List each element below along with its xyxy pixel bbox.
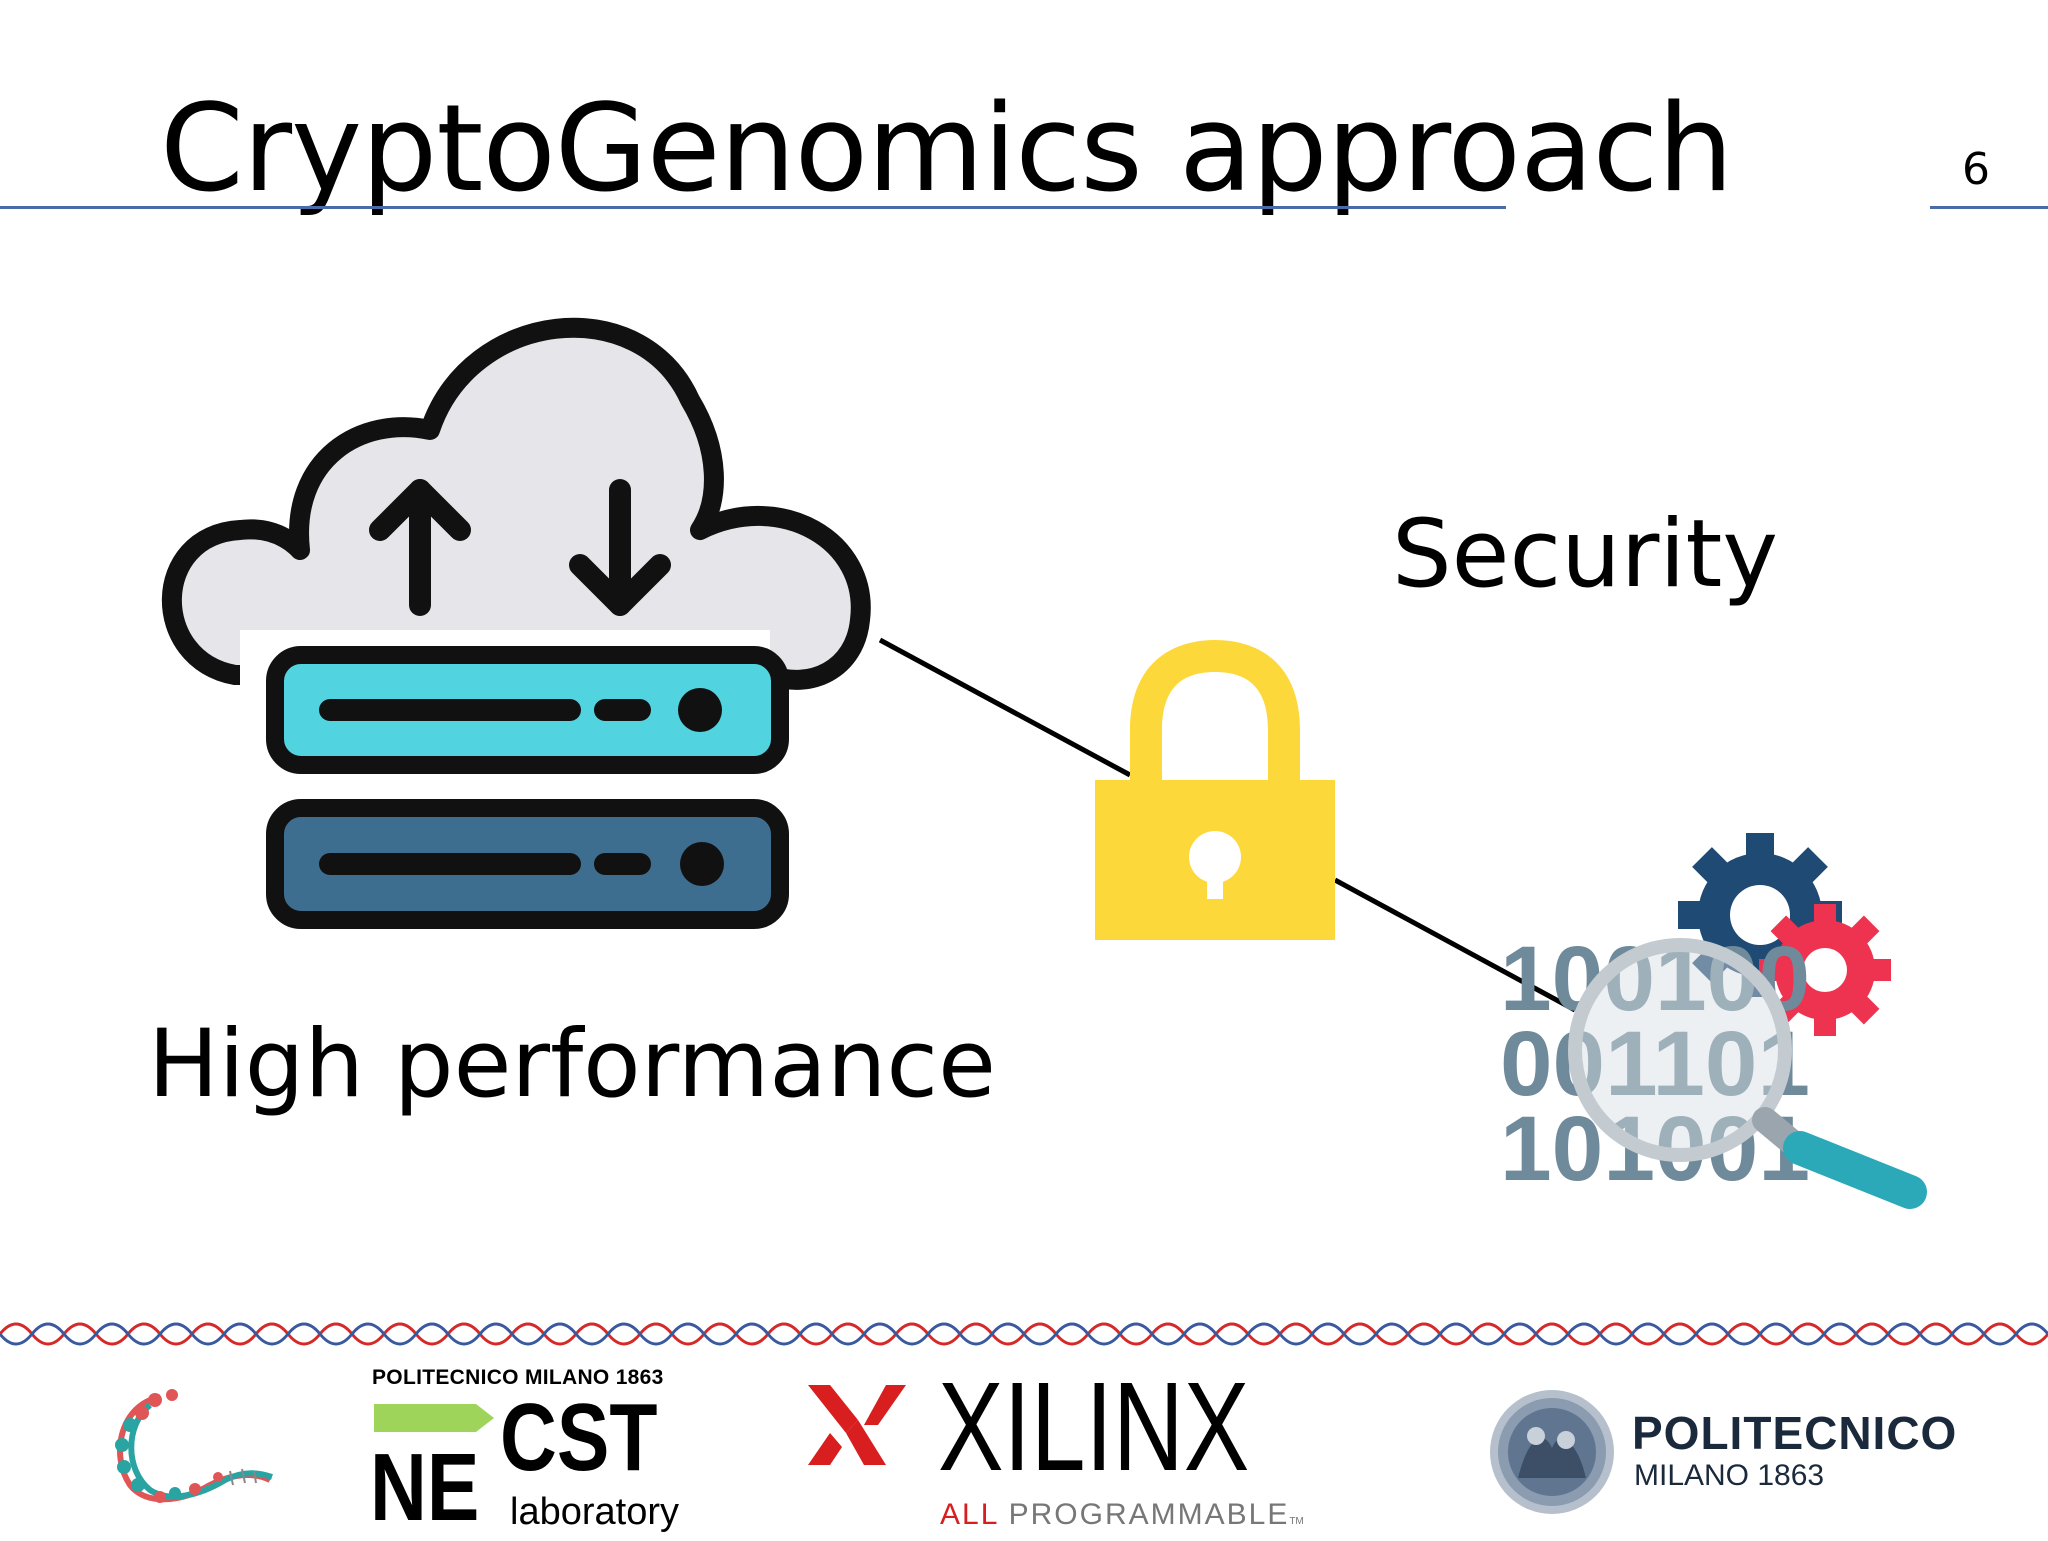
cloud-server-icon: [161, 317, 871, 929]
necst-cst: CST: [500, 1384, 658, 1491]
connector-lock-binary: [1333, 877, 1577, 1013]
xilinx-mark-icon: [808, 1385, 906, 1465]
upload-arrow-icon: [369, 479, 471, 616]
politecnico-seal-icon: [1490, 1390, 1614, 1514]
magnifier-icon: [1568, 938, 1927, 1209]
page-number: 6: [1962, 144, 1990, 195]
slide-title: CryptoGenomics approach: [160, 80, 1734, 219]
necst-sub: laboratory: [510, 1491, 679, 1533]
padlock-icon: [1095, 640, 1335, 940]
necst-logo: POLITECNICO MILANO 1863 CST NE laborator…: [370, 1366, 700, 1536]
xilinx-tm: TM: [1289, 1516, 1304, 1527]
binary-magnifier-icon: 100100 001101 101001: [1500, 833, 1927, 1209]
connector-cloud-lock: [878, 637, 1132, 778]
dna-helix-divider: [0, 1322, 2048, 1346]
page-number-underline: [1930, 206, 2048, 209]
xilinx-tagline-programmable: PROGRAMMABLE: [1008, 1498, 1290, 1531]
dna-helix-icon: [115, 1389, 273, 1503]
politecnico-sub: MILANO 1863: [1634, 1459, 1825, 1492]
binary-row: 001101: [1500, 1013, 1810, 1115]
high-performance-label: High performance: [148, 1010, 996, 1119]
security-label: Security: [1392, 500, 1779, 609]
xilinx-tagline-all: ALL: [940, 1498, 999, 1531]
necst-green-bar: [374, 1404, 494, 1432]
necst-header: POLITECNICO MILANO 1863: [372, 1366, 664, 1389]
title-underline: [0, 206, 1506, 209]
politecnico-name: POLITECNICO: [1632, 1407, 1958, 1459]
xilinx-tagline: ALL PROGRAMMABLETM: [940, 1498, 1304, 1539]
download-arrow-icon: [569, 479, 671, 616]
xilinx-wordmark: XILINX: [938, 1356, 1250, 1497]
necst-ne: NE: [370, 1434, 480, 1541]
gear-red-icon: [1759, 904, 1891, 1036]
